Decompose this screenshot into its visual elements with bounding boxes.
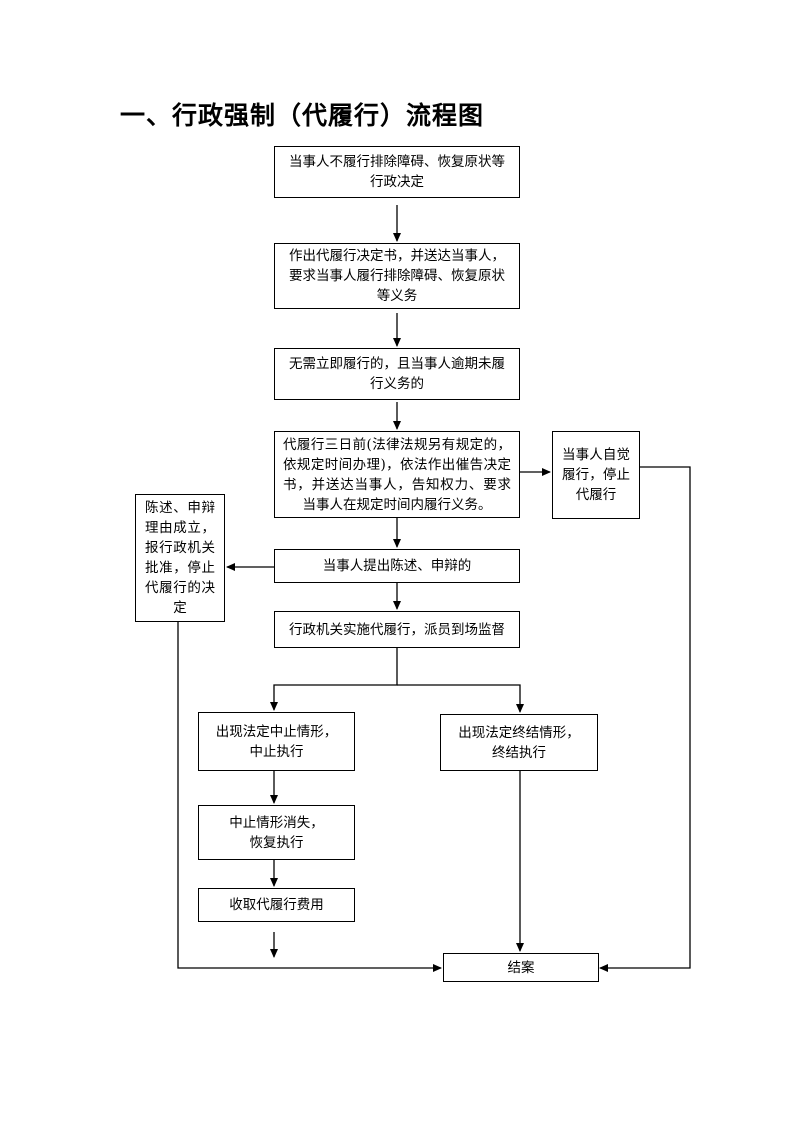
- node-n8: 行政机关实施代履行，派员到场监督: [274, 611, 520, 648]
- page-title: 一、行政强制（代履行）流程图: [120, 101, 485, 130]
- node-n7: 当事人提出陈述、申辩的: [274, 549, 520, 583]
- arrow-n6-n13: [177, 622, 442, 972]
- split-connector: [270, 648, 398, 711]
- node-n12: 收取代履行费用: [198, 888, 355, 922]
- node-n1: 当事人不履行排除障碍、恢复原状等行政决定: [274, 146, 520, 198]
- split-connector-right: [397, 684, 524, 713]
- node-n4: 代履行三日前(法律法规另有规定的，依规定时间办理)，依法作出催告决定书，并送达当…: [274, 431, 520, 518]
- node-n5: 当事人自觉履行，停止代履行: [552, 431, 640, 519]
- arrow-n5-n13: [599, 466, 691, 972]
- node-n10: 出现法定终结情形，终结执行: [440, 714, 598, 771]
- node-n3: 无需立即履行的，且当事人逾期未履行义务的: [274, 348, 520, 400]
- node-n9: 出现法定中止情形，中止执行: [198, 712, 355, 771]
- node-n6: 陈述、申辩理由成立，报行政机关批准，停止代履行的决定: [135, 494, 225, 622]
- node-n2: 作出代履行决定书，并送达当事人，要求当事人履行排除障碍、恢复原状等义务: [274, 243, 520, 309]
- node-n11: 中止情形消失，恢复执行: [198, 805, 355, 860]
- node-n13: 结案: [443, 953, 599, 982]
